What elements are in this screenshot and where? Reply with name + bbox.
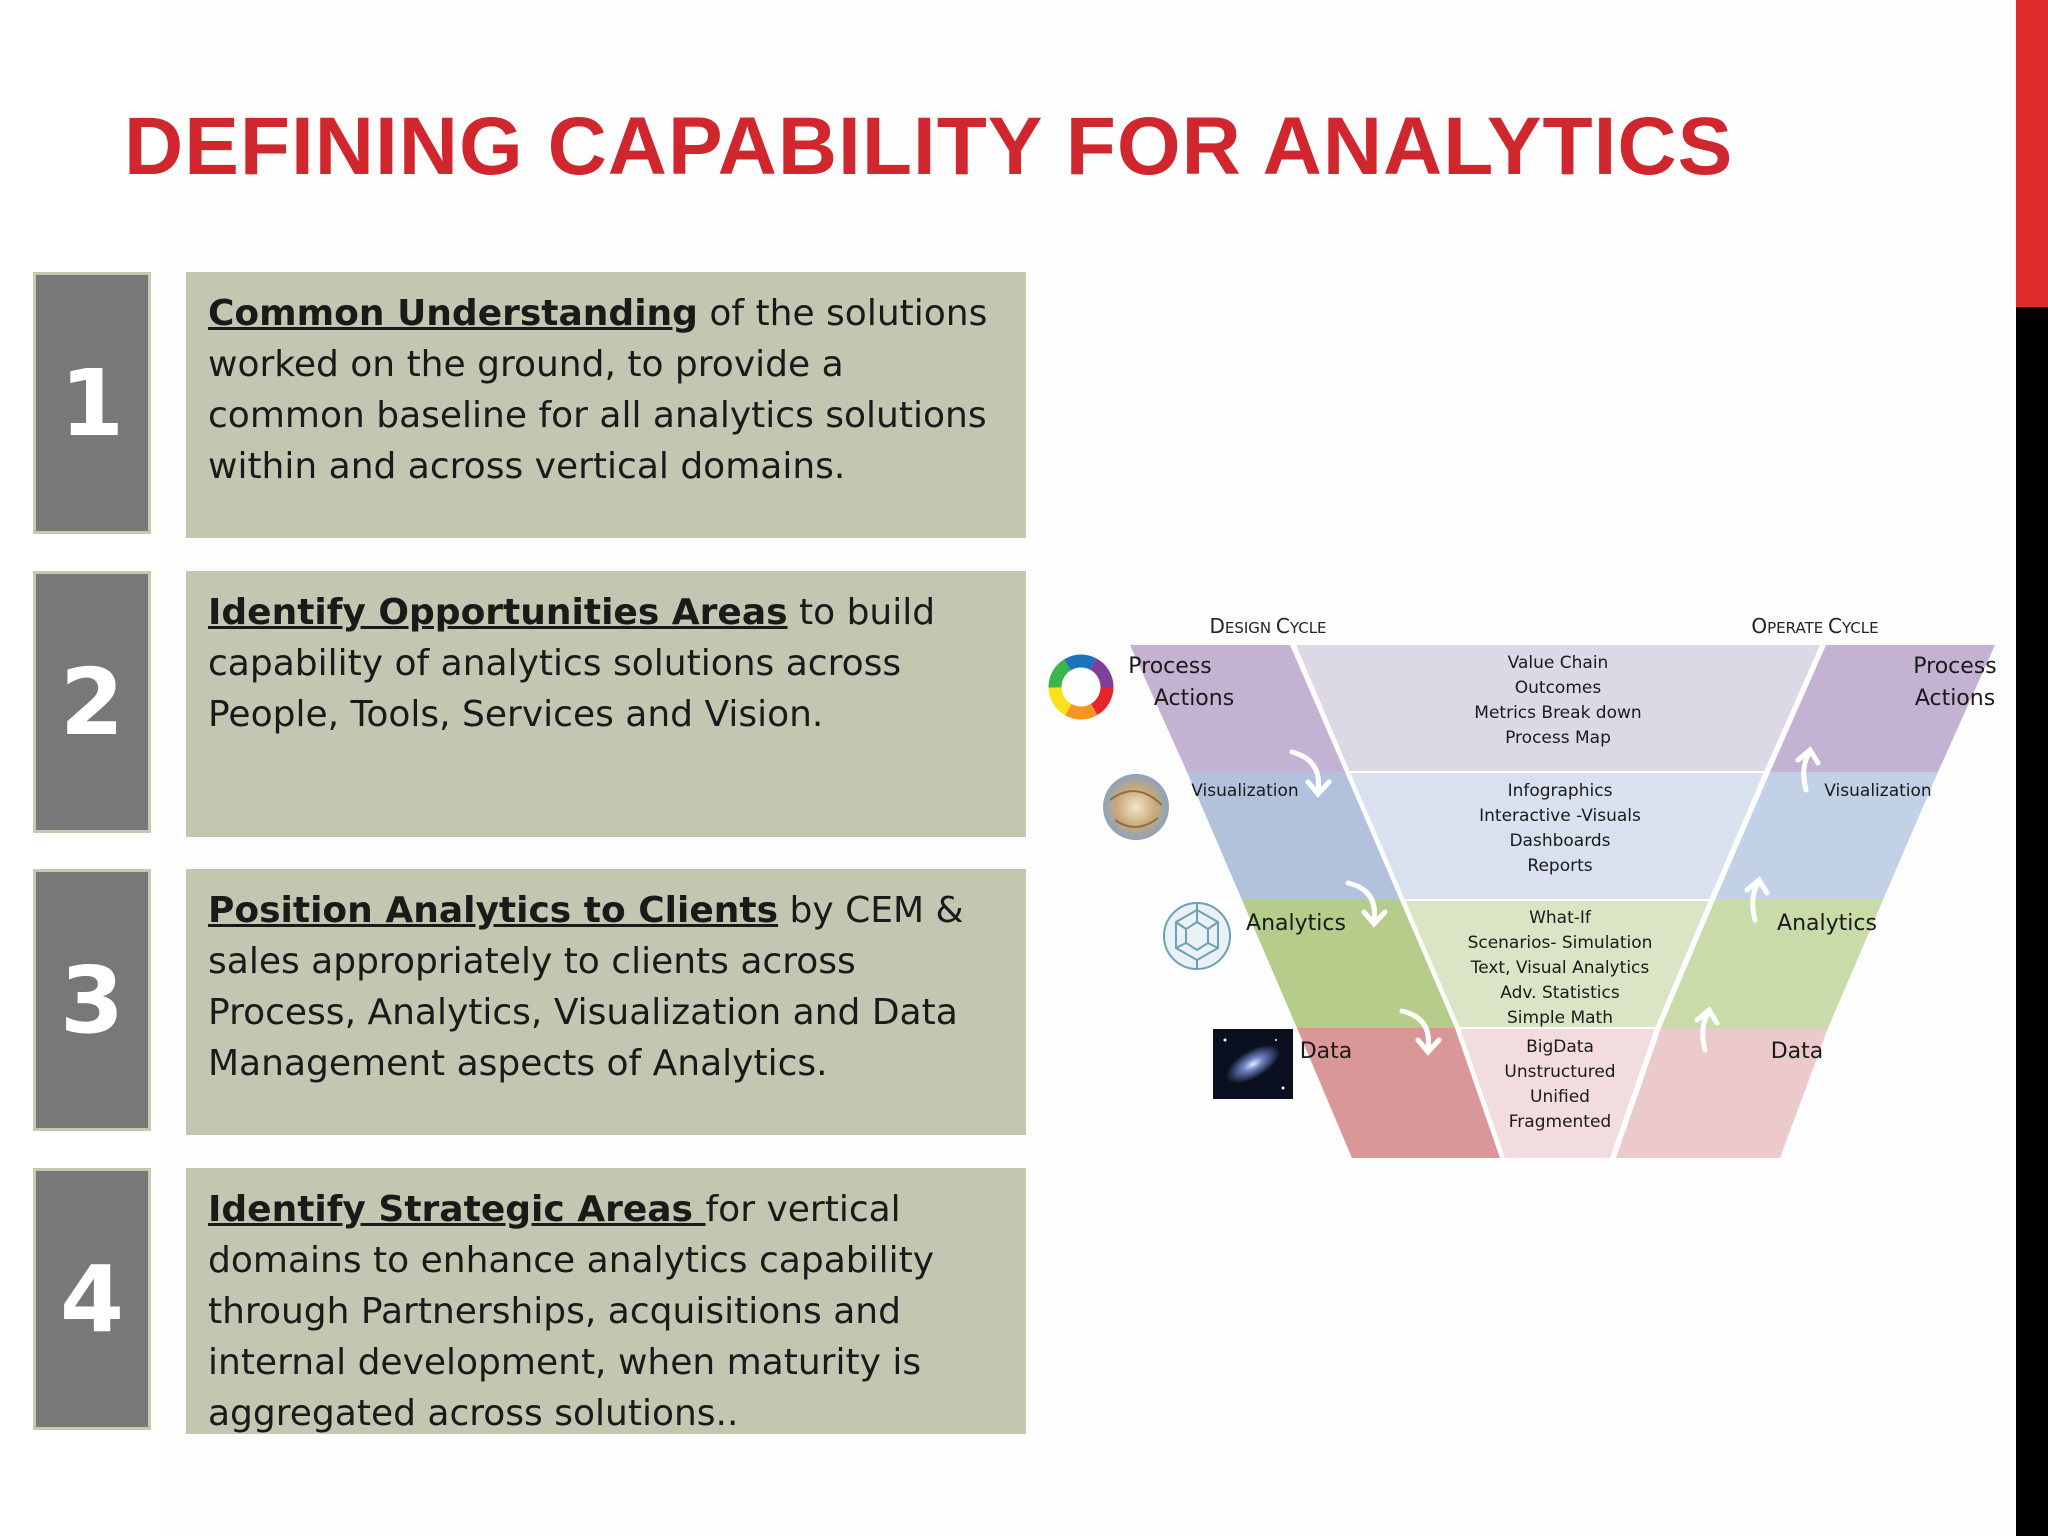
galaxy-icon xyxy=(1213,1029,1293,1099)
design-cycle-heading: DESIGN CYCLE xyxy=(1209,614,1326,638)
center-layer-items-line: What-If xyxy=(1529,908,1592,928)
center-layer-items-line: Metrics Break down xyxy=(1474,703,1641,723)
design-layer-label: Visualization xyxy=(1191,781,1298,801)
center-layer-items-line: Reports xyxy=(1527,856,1592,876)
center-layer-items-line: Value Chain xyxy=(1508,653,1609,673)
step-description: for vertical domains to enhance analytic… xyxy=(208,1189,935,1434)
operate-band-process xyxy=(1770,645,1995,772)
operate-flow-arrows xyxy=(1694,746,1821,1053)
step-text-box-2: Identify Opportunities Areas to build ca… xyxy=(186,571,1026,837)
design-layer-label: Analytics xyxy=(1246,911,1346,936)
center-band-visualization xyxy=(1350,772,1764,900)
operate-layer-label: Visualization xyxy=(1824,781,1931,801)
design-layer-label: Data xyxy=(1300,1039,1353,1064)
step-text-box-3: Position Analytics to Clients by CEM & s… xyxy=(186,869,1026,1135)
design-layer-label-line: Analytics xyxy=(1246,911,1346,936)
operate-layer-label-line: Visualization xyxy=(1824,781,1931,801)
design-flow-arrows xyxy=(1289,749,1442,1056)
center-layer-items-line: Dashboards xyxy=(1509,831,1610,851)
operate-layer-label: Analytics xyxy=(1777,911,1877,936)
molecule-icon xyxy=(1163,902,1231,970)
center-layer-items-line: BigData xyxy=(1526,1037,1594,1057)
operate-band-analytics xyxy=(1661,900,1883,1028)
step-number-3: 3 xyxy=(33,869,151,1131)
design-layer-label-line: Data xyxy=(1300,1039,1353,1064)
operate-layer-label-line: Process xyxy=(1913,654,1996,679)
step-lead-phrase: Identify Strategic Areas xyxy=(208,1189,706,1230)
operate-layer-label: Data xyxy=(1771,1039,1824,1064)
right-accent-bar-red xyxy=(2016,0,2048,307)
center-layer-items-line: Text, Visual Analytics xyxy=(1470,958,1650,978)
operate-band-visualization xyxy=(1715,772,1938,900)
design-layer-label-line: Actions xyxy=(1154,686,1234,711)
design-band-visualization xyxy=(1187,772,1400,900)
center-layer-items-line: Unified xyxy=(1530,1087,1590,1107)
operate-band-data xyxy=(1616,1028,1828,1158)
design-band-data xyxy=(1297,1028,1500,1158)
step-number-2: 2 xyxy=(33,571,151,833)
center-layer-items-line: Outcomes xyxy=(1515,678,1602,698)
step-text-box-1: Common Understanding of the solutions wo… xyxy=(186,272,1026,538)
design-layer-label-line: Process xyxy=(1128,654,1211,679)
step-number-1: 1 xyxy=(33,272,151,534)
center-band-process xyxy=(1296,645,1820,772)
step-lead-phrase: Position Analytics to Clients xyxy=(208,890,779,931)
center-band-data xyxy=(1460,1028,1655,1158)
center-band-analytics xyxy=(1405,900,1709,1028)
center-layer-items-line: Unstructured xyxy=(1504,1062,1615,1082)
globe-visual-icon xyxy=(1103,774,1169,840)
operate-layer-label-line: Analytics xyxy=(1777,911,1877,936)
color-wheel-icon xyxy=(1048,654,1114,720)
v-cycle-diagram: DESIGN CYCLE OPERATE CYCLE xyxy=(1048,614,1997,1158)
design-band-process xyxy=(1130,645,1345,772)
center-layer-items-line: Scenarios- Simulation xyxy=(1468,933,1653,953)
step-description: to build capability of analytics solutio… xyxy=(208,592,936,735)
right-accent-bar xyxy=(2016,0,2048,1536)
design-band-analytics xyxy=(1242,900,1455,1028)
center-layer-items-line: Adv. Statistics xyxy=(1500,983,1620,1003)
page-title: DEFINING CAPABILITY FOR ANALYTICS xyxy=(124,101,1734,192)
center-layer-items-line: Fragmented xyxy=(1509,1112,1611,1132)
design-layer-label-line: Visualization xyxy=(1191,781,1298,801)
operate-layer-label-line: Data xyxy=(1771,1039,1824,1064)
step-lead-phrase: Identify Opportunities Areas xyxy=(208,592,788,633)
center-layer-items-line: Simple Math xyxy=(1507,1008,1613,1028)
step-text-box-4: Identify Strategic Areas for vertical do… xyxy=(186,1168,1026,1434)
center-layer-items-line: Interactive -Visuals xyxy=(1479,806,1641,826)
operate-layer-label-line: Actions xyxy=(1915,686,1995,711)
center-layer-items-line: Process Map xyxy=(1505,728,1611,748)
center-layer-items-line: Infographics xyxy=(1508,781,1613,801)
step-description: of the solutions worked on the ground, t… xyxy=(208,293,988,487)
step-lead-phrase: Common Understanding xyxy=(208,293,698,334)
step-number-4: 4 xyxy=(33,1168,151,1430)
step-description: by CEM & sales appropriately to clients … xyxy=(208,890,964,1084)
operate-cycle-heading: OPERATE CYCLE xyxy=(1751,614,1878,638)
